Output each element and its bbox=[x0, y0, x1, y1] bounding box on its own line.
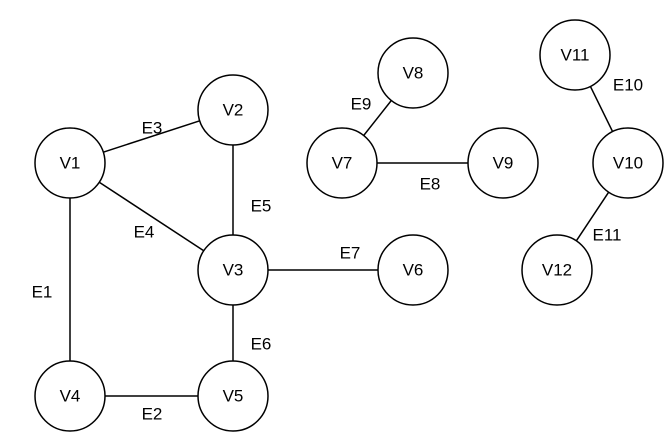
vertex-label-v8: V8 bbox=[403, 64, 424, 83]
edge-label-e11: E11 bbox=[593, 226, 622, 245]
edge-label-e6: E6 bbox=[251, 335, 272, 354]
vertex-v8: V8 bbox=[377, 37, 449, 109]
edge-label-e5: E5 bbox=[251, 197, 272, 216]
vertex-v4: V4 bbox=[34, 360, 106, 432]
edge-label-e1: E1 bbox=[32, 283, 53, 302]
edge-e8: E8 bbox=[377, 162, 468, 194]
vertex-label-v7: V7 bbox=[332, 154, 353, 173]
vertex-circle-v4 bbox=[34, 360, 106, 432]
edge-label-e3: E3 bbox=[142, 119, 163, 138]
edge-label-e2: E2 bbox=[142, 405, 163, 424]
vertex-v12: V12 bbox=[521, 234, 593, 306]
vertex-label-v5: V5 bbox=[223, 387, 244, 406]
vertex-label-v4: V4 bbox=[60, 387, 81, 406]
edge-label-e4: E4 bbox=[134, 223, 155, 242]
vertex-v1: V1 bbox=[34, 127, 106, 199]
vertex-label-v9: V9 bbox=[493, 154, 514, 173]
vertex-circle-v2 bbox=[197, 74, 269, 146]
edge-label-e10: E10 bbox=[613, 76, 643, 95]
edge-line-e11 bbox=[575, 191, 610, 242]
vertex-circle-v7 bbox=[306, 127, 378, 199]
edge-e3: E3 bbox=[103, 119, 200, 153]
edge-e11: E11 bbox=[575, 191, 622, 245]
edge-e9: E9 bbox=[351, 95, 392, 136]
edge-label-e9: E9 bbox=[351, 95, 372, 114]
edge-e4: E4 bbox=[98, 181, 205, 252]
vertex-label-v3: V3 bbox=[223, 261, 244, 280]
edge-e2: E2 bbox=[105, 395, 198, 424]
vertex-label-v6: V6 bbox=[403, 261, 424, 280]
edge-e5: E5 bbox=[232, 145, 272, 235]
edge-line-e4 bbox=[98, 181, 205, 252]
vertex-circle-v3 bbox=[197, 234, 269, 306]
edge-line-e10 bbox=[589, 86, 614, 132]
edge-line-e9 bbox=[363, 100, 392, 136]
edge-line-e3 bbox=[103, 120, 200, 153]
vertex-label-v10: V10 bbox=[613, 154, 643, 173]
vertex-circle-v10 bbox=[592, 127, 664, 199]
edge-e7: E7 bbox=[268, 244, 378, 271]
vertex-circle-v12 bbox=[521, 234, 593, 306]
vertex-circle-v9 bbox=[467, 127, 539, 199]
vertex-v3: V3 bbox=[197, 234, 269, 306]
vertex-v2: V2 bbox=[197, 74, 269, 146]
vertex-circle-v1 bbox=[34, 127, 106, 199]
vertex-v5: V5 bbox=[197, 360, 269, 432]
vertex-label-v1: V1 bbox=[60, 154, 81, 173]
vertex-circle-v8 bbox=[377, 37, 449, 109]
edge-e6: E6 bbox=[232, 305, 272, 361]
vertex-label-v12: V12 bbox=[542, 261, 572, 280]
vertex-label-v2: V2 bbox=[223, 101, 244, 120]
vertex-v6: V6 bbox=[377, 234, 449, 306]
vertex-v11: V11 bbox=[539, 19, 611, 91]
vertex-v9: V9 bbox=[467, 127, 539, 199]
edge-e10: E10 bbox=[589, 76, 643, 132]
vertex-v7: V7 bbox=[306, 127, 378, 199]
vertex-circle-v6 bbox=[377, 234, 449, 306]
vertex-v10: V10 bbox=[592, 127, 664, 199]
edge-label-e7: E7 bbox=[340, 244, 361, 263]
edge-label-e8: E8 bbox=[420, 175, 441, 194]
vertex-circle-v5 bbox=[197, 360, 269, 432]
edge-e1: E1 bbox=[32, 198, 71, 361]
vertex-circle-v11 bbox=[539, 19, 611, 91]
vertex-label-v11: V11 bbox=[561, 46, 590, 65]
